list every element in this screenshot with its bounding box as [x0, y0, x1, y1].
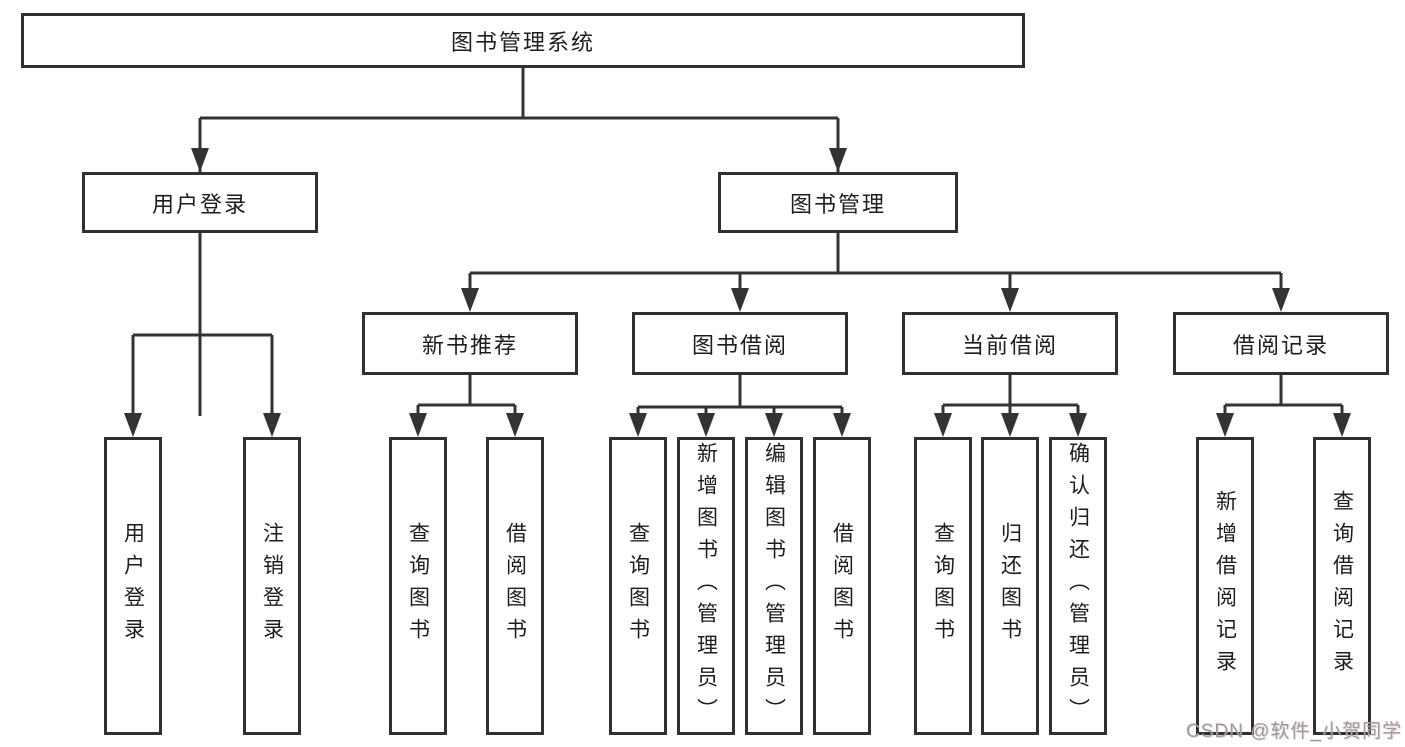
node-current-borrowing: 当前借阅	[902, 312, 1118, 375]
node-book-borrowing-label: 图书借阅	[691, 332, 788, 358]
node-current-borrowing-label: 当前借阅	[961, 332, 1058, 358]
node-borrow-records-label: 借阅记录	[1232, 332, 1329, 358]
node-new-book-recommend-label: 新书推荐	[421, 332, 518, 358]
leaf-borrow-books-borrowing: 借阅图书	[813, 437, 871, 735]
leaf-user-login: 用户登录	[104, 437, 162, 735]
node-borrow-records: 借阅记录	[1173, 312, 1389, 375]
leaf-query-books-current: 查询图书	[914, 437, 972, 735]
leaf-label: 归还图书	[998, 522, 1022, 650]
node-user-login: 用户登录	[82, 172, 318, 233]
leaf-add-books-admin: 新增图书（管理员）	[677, 437, 735, 735]
leaf-label: 注销登录	[260, 522, 284, 650]
leaf-return-books: 归还图书	[981, 437, 1039, 735]
node-user-login-label: 用户登录	[151, 191, 248, 217]
leaf-logout-login: 注销登录	[243, 437, 301, 735]
leaf-query-books-borrowing: 查询图书	[609, 437, 667, 735]
leaf-label: 查询借阅记录	[1330, 490, 1354, 682]
node-book-management: 图书管理	[718, 172, 958, 233]
leaf-label: 借阅图书	[503, 522, 527, 650]
node-book-borrowing: 图书借阅	[632, 312, 848, 375]
node-new-book-recommend: 新书推荐	[362, 312, 578, 375]
leaf-label: 借阅图书	[830, 522, 854, 650]
leaf-add-borrow-record: 新增借阅记录	[1196, 437, 1254, 735]
leaf-query-books-recommend: 查询图书	[389, 437, 447, 735]
leaf-query-borrow-record: 查询借阅记录	[1313, 437, 1371, 735]
node-book-management-label: 图书管理	[789, 191, 886, 217]
leaf-confirm-return-admin: 确认归还（管理员）	[1049, 437, 1107, 735]
leaf-label: 查询图书	[406, 522, 430, 650]
leaf-borrow-books-recommend: 借阅图书	[486, 437, 544, 735]
leaf-edit-books-admin: 编辑图书（管理员）	[745, 437, 803, 735]
csdn-watermark: CSDN @软件_小贺同学	[1186, 721, 1402, 742]
node-root: 图书管理系统	[21, 13, 1025, 68]
leaf-label: 确认归还（管理员）	[1066, 442, 1090, 730]
node-root-label: 图书管理系统	[450, 29, 595, 55]
arrowheads	[124, 148, 1351, 437]
leaf-label: 用户登录	[121, 522, 145, 650]
leaf-label: 查询图书	[931, 522, 955, 650]
leaf-label: 新增借阅记录	[1213, 490, 1237, 682]
leaf-label: 新增图书（管理员）	[694, 442, 718, 730]
leaf-label: 查询图书	[626, 522, 650, 650]
leaf-label: 编辑图书（管理员）	[762, 442, 786, 730]
